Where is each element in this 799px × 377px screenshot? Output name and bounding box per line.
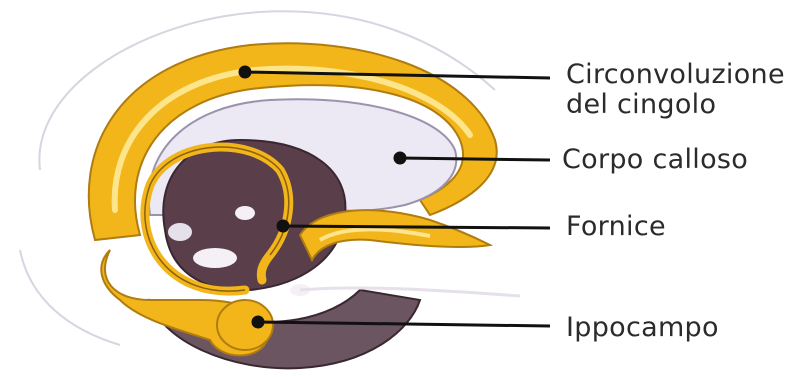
- white-structure-3: [168, 223, 192, 241]
- label-cingulate-gyrus: Circonvoluzione del cingolo: [566, 60, 785, 120]
- dot-ippo: [253, 317, 263, 327]
- label-cingulate-line1: Circonvoluzione: [566, 60, 785, 90]
- label-corpus-callosum: Corpo calloso: [562, 145, 748, 175]
- leader-corpo: [400, 158, 550, 160]
- leader-fornice: [283, 226, 550, 228]
- dot-cingolo: [240, 67, 250, 77]
- white-structure-2: [193, 248, 237, 268]
- dot-corpo: [395, 153, 405, 163]
- white-structure-1: [235, 206, 255, 220]
- label-fornix: Fornice: [566, 212, 666, 242]
- label-cingulate-line2: del cingolo: [566, 90, 785, 120]
- label-hippocampus: Ippocampo: [566, 313, 719, 343]
- lower-band: [300, 288, 520, 296]
- hippocampus-head: [217, 300, 273, 350]
- dot-fornice: [278, 221, 288, 231]
